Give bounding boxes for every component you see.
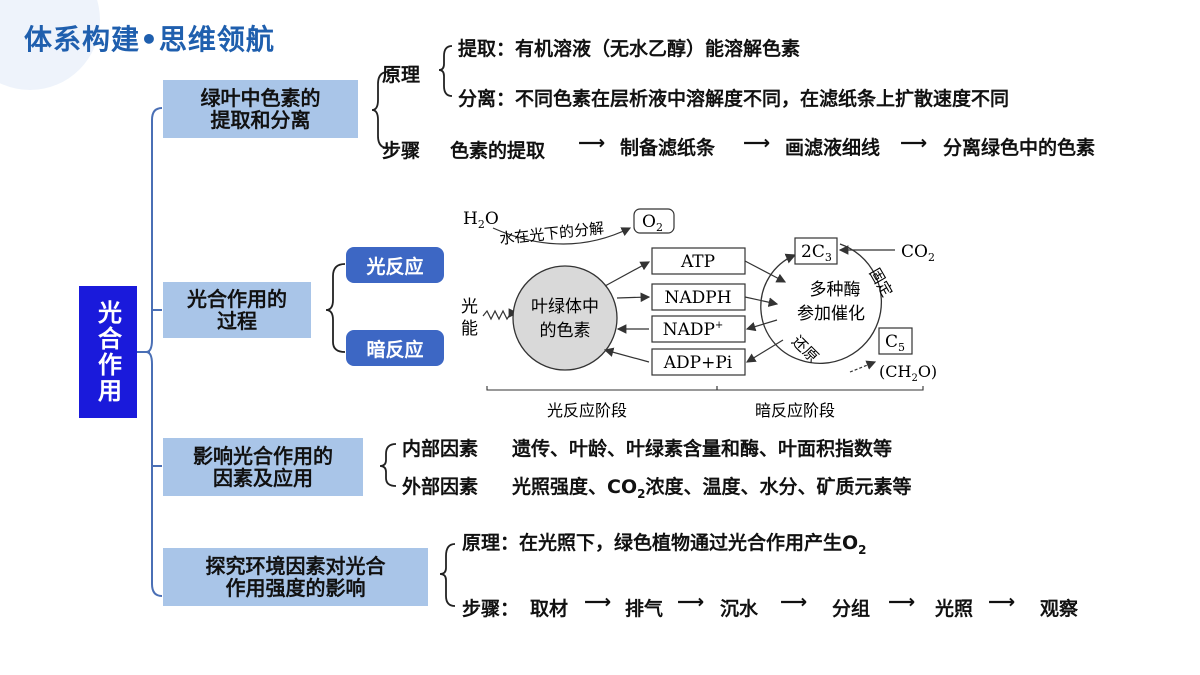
topic-pigment-extraction: 绿叶中色素的 提取和分离 [163, 80, 358, 138]
chloroplast-circle [512, 265, 618, 371]
light-reaction-pill: 光反应 [346, 247, 444, 283]
topic-label-line: 作用强度的影响 [225, 576, 366, 600]
topic-environment-experiment: 探究环境因素对光合 作用强度的影响 [163, 548, 428, 606]
c3-label: 2C3 [801, 242, 832, 264]
adp-box [651, 348, 746, 376]
step-item: 制备滤纸条 [620, 137, 716, 159]
steps-label: 步骤 [382, 140, 421, 162]
arrow-icon: ⟶ [988, 591, 1016, 613]
topic-label-line: 提取和分离 [210, 108, 311, 132]
light-stage-label: 光反应阶段 [547, 401, 627, 420]
chloroplast-label: 的色素 [540, 321, 591, 341]
o2-label: O2 [642, 212, 663, 234]
explore-step-item: 光照 [935, 598, 974, 620]
arrow-icon: ⟶ [888, 591, 916, 613]
light-energy-label: 光 [461, 297, 478, 317]
atp-label: ATP [680, 252, 715, 272]
step-item: 色素的提取 [450, 140, 546, 162]
co2-label: CO2 [901, 242, 935, 264]
arrow-icon: ⟶ [780, 591, 808, 613]
reduction-label: 还原 [788, 332, 822, 366]
water-split-arrow [492, 227, 632, 245]
topic-label-line: 绿叶中色素的 [200, 86, 321, 110]
nadp-box [651, 315, 746, 343]
external-factors-text: 光照强度、CO2浓度、温度、水分、矿质元素等 [512, 476, 912, 501]
chloroplast-label: 叶绿体中 [531, 297, 599, 317]
calvin-cycle-circle [799, 243, 882, 364]
arrow-icon: ⟶ [900, 132, 928, 154]
explore-steps-label: 步骤： [462, 598, 520, 620]
topic-label-line: 过程 [217, 309, 257, 333]
page-title: 体系构建•思维领航 [24, 23, 275, 56]
atp-box [651, 247, 746, 275]
nadph-label: NADPH [664, 288, 731, 308]
topic-label-line: 探究环境因素对光合 [205, 554, 386, 578]
explore-step-item: 排气 [625, 598, 664, 620]
internal-factors-label: 内部因素 [402, 438, 479, 460]
light-wave-icon [482, 308, 519, 321]
nadp-label: NADP+ [663, 320, 724, 340]
topic-label-line: 光合作用的 [187, 287, 287, 311]
arrow-icon: ⟶ [743, 132, 771, 154]
adp-label: ADP+Pi [663, 353, 733, 373]
explore-step-item: 取材 [530, 598, 569, 620]
explore-step-item: 观察 [1040, 598, 1079, 620]
topic-label-line: 影响光合作用的 [193, 444, 333, 468]
topic-photosynthesis-process: 光合作用的 过程 [163, 282, 311, 338]
topic-influencing-factors: 影响光合作用的 因素及应用 [163, 438, 363, 496]
arrow-icon: ⟶ [677, 591, 705, 613]
step-item: 分离绿色中的色素 [943, 137, 1096, 159]
principle-label: 原理 [382, 64, 421, 86]
internal-factors-text: 遗传、叶龄、叶绿素含量和酶、叶面积指数等 [512, 438, 893, 460]
c5-label: C5 [885, 332, 905, 354]
photosynthesis-diagram: H2O 水在光下的分解 O2 光 能 叶绿体中 的色素 ATP NADPH NA… [461, 208, 937, 420]
arrow-icon: ⟶ [578, 132, 606, 154]
dark-reaction-pill: 暗反应 [346, 330, 444, 366]
explore-principle-text: 原理：在光照下，绿色植物通过光合作用产生O2 [462, 532, 867, 557]
step-item: 画滤液细线 [785, 137, 881, 159]
ch2o-label: (CH2O) [879, 362, 937, 384]
explore-step-item: 分组 [832, 598, 871, 620]
fixation-label: 固定 [866, 265, 897, 300]
h2o-label: H2O [463, 209, 499, 231]
extract-text: 提取：有机溶液（无水乙醇）能溶解色素 [458, 38, 801, 60]
separate-text: 分离：不同色素在层析液中溶解度不同，在滤纸条上扩散速度不同 [458, 88, 1010, 110]
main-topic-box: 光合作用 [79, 286, 137, 418]
nadph-box [651, 283, 746, 311]
enzyme-label: 参加催化 [797, 304, 865, 324]
o2-box [633, 208, 675, 234]
light-energy-label: 能 [461, 319, 478, 339]
c3-box [794, 237, 838, 265]
dark-stage-label: 暗反应阶段 [755, 401, 835, 420]
explore-step-item: 沉水 [720, 598, 759, 620]
c5-box [878, 327, 913, 355]
enzyme-label: 多种酶 [810, 280, 861, 300]
topic-label-line: 因素及应用 [213, 466, 313, 490]
external-factors-label: 外部因素 [402, 476, 479, 498]
arrow-icon: ⟶ [584, 591, 612, 613]
